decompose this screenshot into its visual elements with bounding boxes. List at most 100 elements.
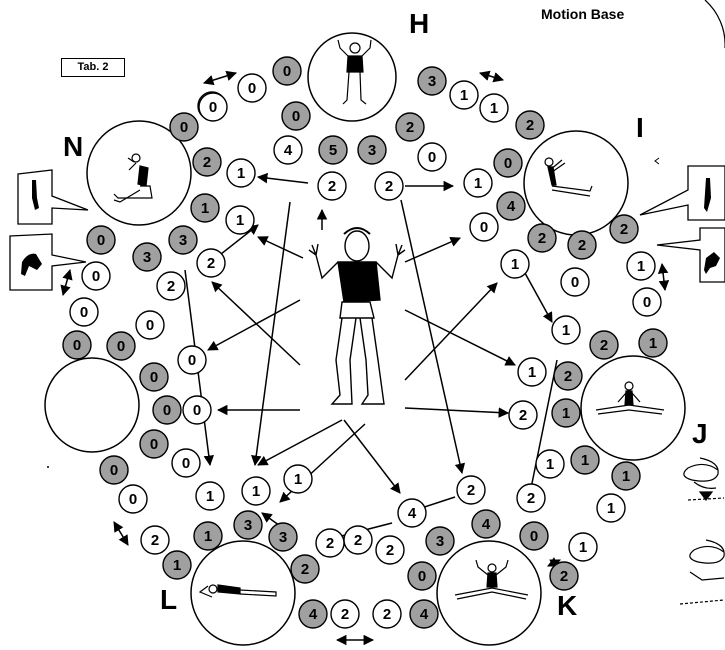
partial-circle-top-right (704, 0, 725, 48)
state-node: 2 (527, 223, 557, 253)
state-node: 1 (535, 449, 565, 479)
state-node: 2 (156, 271, 186, 301)
state-node-value: 0 (188, 352, 196, 369)
state-node-value: 2 (564, 368, 572, 385)
state-node: 0 (182, 395, 212, 425)
state-node: 2 (515, 110, 545, 140)
state-node: 2 (196, 248, 226, 278)
state-node: 0 (237, 73, 267, 103)
figure-split-sitting-icon (595, 381, 665, 415)
state-node-value: 1 (252, 483, 260, 500)
figure-straddle-split-icon (454, 559, 529, 600)
state-node: 3 (357, 135, 387, 165)
figure-backbend-right-icon (704, 252, 720, 274)
state-node-value: 1 (474, 175, 482, 192)
state-node-value: 0 (80, 304, 88, 321)
state-node: 2 (375, 535, 405, 565)
state-node: 2 (140, 525, 170, 555)
state-node: 4 (273, 135, 303, 165)
state-node-value: 4 (507, 198, 516, 215)
letter-l: L (160, 584, 178, 615)
state-node: 0 (152, 395, 182, 425)
state-node: 0 (139, 362, 169, 392)
state-node-value: 3 (244, 517, 252, 534)
state-node: 0 (81, 261, 111, 291)
state-node: 4 (298, 599, 328, 629)
state-node-value: 3 (428, 73, 436, 90)
state-node: 4 (397, 498, 427, 528)
state-node: 1 (463, 168, 493, 198)
state-node: 2 (374, 171, 404, 201)
state-node: 1 (551, 315, 581, 345)
state-node: 2 (456, 475, 486, 505)
state-node: 0 (198, 92, 228, 122)
state-node-value: 0 (150, 369, 158, 386)
figure-standing-icon (308, 227, 406, 405)
state-node-value: 1 (294, 471, 302, 488)
callout-left-upper (17, 169, 89, 225)
state-node: 1 (162, 550, 192, 580)
state-node-value: 3 (179, 232, 187, 249)
state-node: 3 (417, 66, 447, 96)
state-node-value: 1 (201, 200, 209, 217)
state-node: 0 (139, 429, 169, 459)
state-node-value: 0 (180, 119, 188, 136)
state-node: 0 (171, 448, 201, 478)
figure-seated-legs-extended-icon (544, 157, 593, 197)
state-node: 0 (632, 287, 662, 317)
pose-circle-bottom-left (190, 540, 296, 646)
callout-left-lower (9, 233, 87, 291)
state-node-value: 2 (203, 154, 211, 171)
state-node-value: 2 (406, 119, 414, 136)
state-node-value: 5 (329, 142, 337, 159)
state-node-value: 0 (643, 294, 651, 311)
callout-right-upper (639, 165, 725, 221)
figure-handstand-icon (32, 180, 39, 210)
state-node: 2 (516, 483, 546, 513)
state-node-value: 0 (110, 462, 118, 479)
state-node-value: 0 (292, 108, 300, 125)
state-node: 1 (626, 251, 656, 281)
state-node-value: 4 (309, 606, 318, 623)
state-node-value: 0 (97, 232, 105, 249)
state-node: 0 (407, 561, 437, 591)
state-node-value: 1 (622, 468, 630, 485)
state-node-value: 0 (209, 99, 217, 116)
state-node: 1 (611, 461, 641, 491)
stray-dot (47, 466, 49, 468)
state-node: 0 (272, 56, 302, 86)
state-node-value: 1 (607, 500, 615, 517)
state-node-value: 0 (193, 402, 201, 419)
state-node: 1 (241, 476, 271, 506)
small-caret-icon (654, 157, 660, 165)
state-node-value: 2 (326, 535, 334, 552)
letter-h: H (409, 8, 430, 39)
state-node-value: 2 (301, 561, 309, 578)
pose-circle-right-mid (580, 355, 686, 461)
state-node: 1 (638, 328, 668, 358)
state-node: 0 (469, 212, 499, 242)
state-node: 1 (596, 493, 626, 523)
state-node-value: 1 (579, 539, 587, 556)
state-node-value: 1 (206, 488, 214, 505)
state-node-value: 0 (146, 317, 154, 334)
state-node-value: 3 (143, 249, 151, 266)
pose-circles (44, 32, 686, 646)
state-node: 2 (290, 554, 320, 584)
state-node: 3 (233, 510, 263, 540)
state-node: 1 (517, 357, 547, 387)
state-node-value: 1 (237, 165, 245, 182)
state-node: 2 (315, 528, 345, 558)
state-node-value: 0 (150, 436, 158, 453)
state-node-value: 2 (341, 606, 349, 623)
state-node: 3 (168, 225, 198, 255)
state-node-value: 2 (383, 606, 391, 623)
state-node-value: 2 (527, 490, 535, 507)
state-node: 0 (86, 225, 116, 255)
state-node: 2 (330, 599, 360, 629)
state-node: 0 (493, 148, 523, 178)
state-node: 2 (192, 147, 222, 177)
state-node: 0 (560, 267, 590, 297)
state-node-value: 0 (571, 274, 579, 291)
figure-spiral-icon (679, 457, 725, 605)
